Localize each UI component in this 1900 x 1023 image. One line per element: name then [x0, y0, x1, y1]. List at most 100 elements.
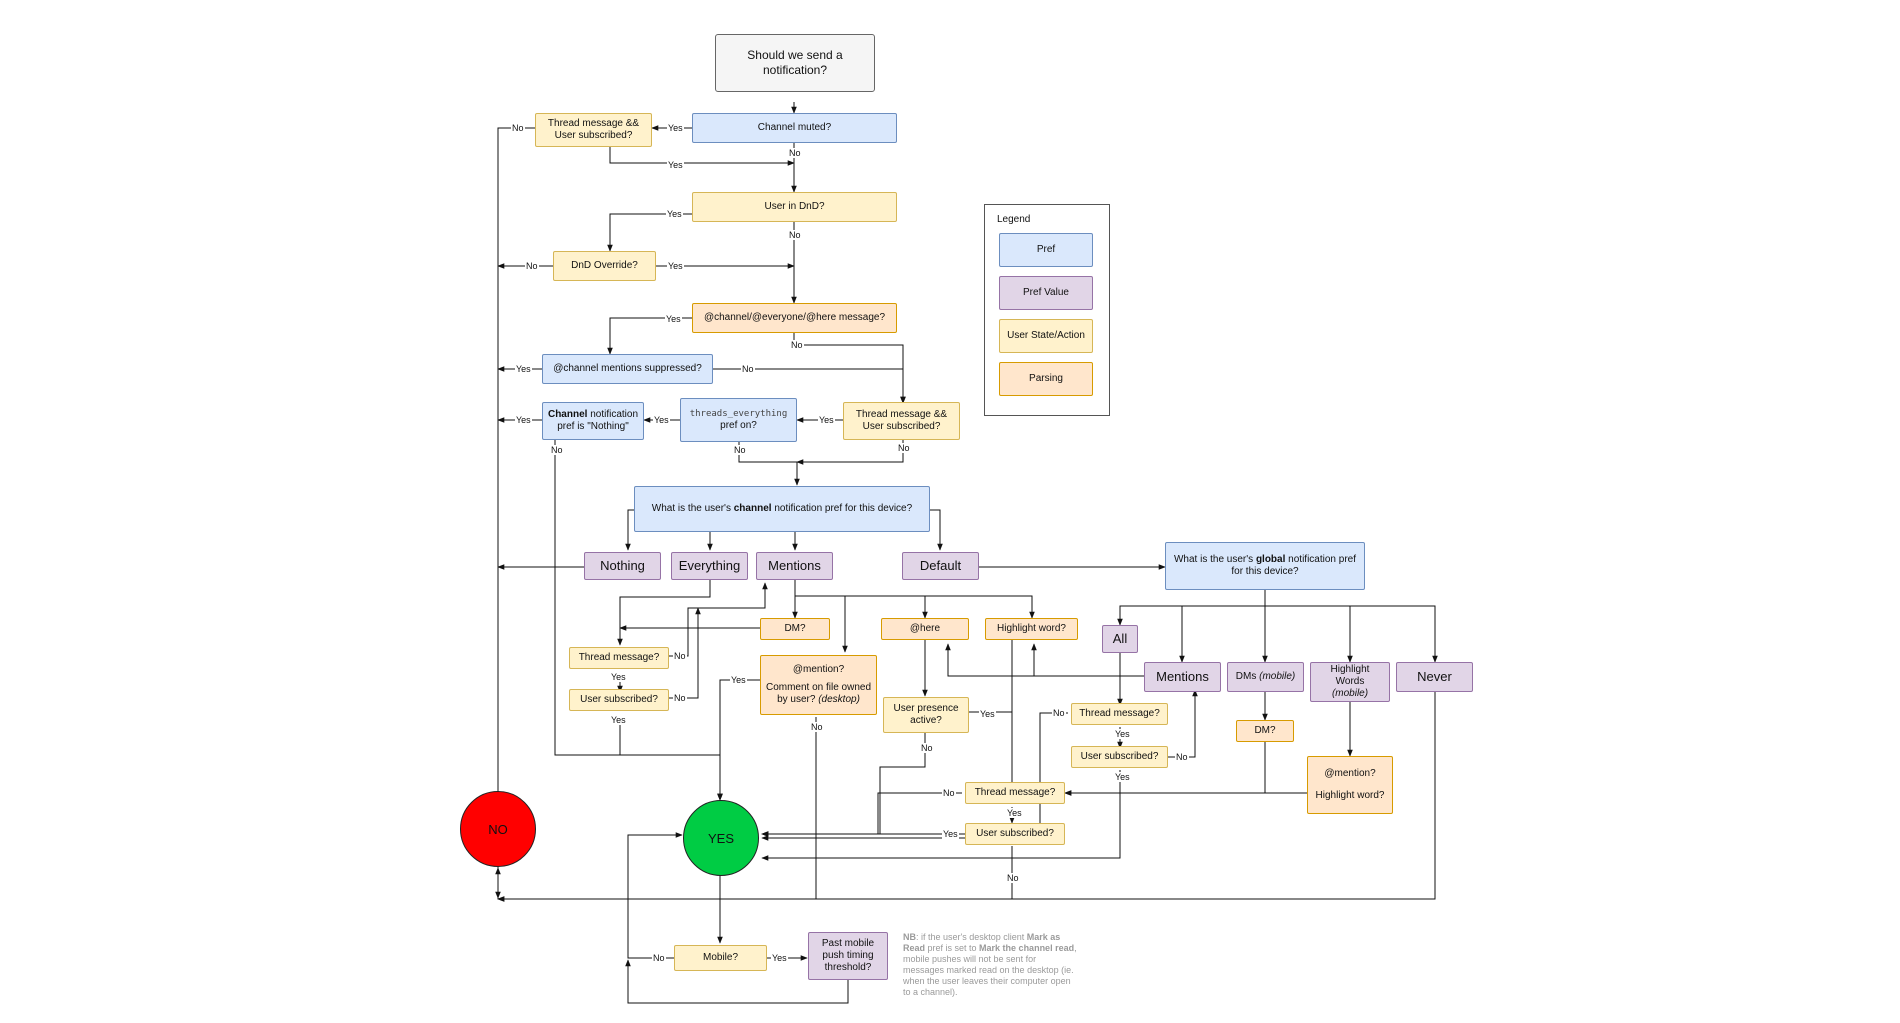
edge-label-no: No — [790, 340, 804, 350]
value-everything: Everything — [671, 552, 748, 580]
edge — [761, 770, 1121, 861]
threads-everything-code: threads_everything — [689, 409, 788, 419]
thread-message-bottom-node: Thread message? — [965, 782, 1065, 804]
thread-message-left-node: Thread message? — [569, 647, 669, 669]
edge-label-yes: Yes — [818, 415, 835, 425]
legend-item-parsing: Parsing — [999, 362, 1093, 396]
dm-node: DM? — [760, 618, 830, 640]
edge-label-no: No — [525, 261, 539, 271]
yes-circle: YES — [683, 800, 759, 876]
value-mentions: Mentions — [756, 552, 833, 580]
mobile-node: Mobile? — [674, 945, 767, 971]
edge-label-yes: Yes — [667, 261, 684, 271]
thread-subscribed-mid-node: Thread message && User subscribed? — [843, 402, 960, 440]
edge — [495, 127, 535, 899]
value-default: Default — [902, 552, 979, 580]
edge — [1031, 643, 1144, 677]
edge-label-yes: Yes — [667, 160, 684, 170]
edge-label-yes: Yes — [515, 364, 532, 374]
edge-label-yes: Yes — [730, 675, 747, 685]
edge — [669, 582, 768, 657]
edge-label-yes: Yes — [942, 829, 959, 839]
edge-label-yes: Yes — [666, 209, 683, 219]
legend-item-user-state: User State/Action — [999, 319, 1093, 353]
edge — [1117, 590, 1266, 626]
edge — [619, 717, 723, 801]
channel-mentions-suppressed-node: @channel mentions suppressed? — [542, 354, 713, 384]
edge — [617, 580, 711, 646]
edge-label-yes: Yes — [1006, 808, 1023, 818]
user-presence-node: User presence active? — [883, 697, 969, 733]
here-node: @here — [881, 618, 969, 640]
user-dnd-node: User in DnD? — [692, 192, 897, 222]
no-circle: NO — [460, 791, 536, 867]
edge — [1265, 605, 1438, 663]
dnd-override-node: DnD Override? — [553, 251, 656, 281]
channel-pref-question-node: What is the user's channel notification … — [634, 486, 930, 532]
edge-label-no: No — [733, 445, 747, 455]
edge-label-no: No — [550, 445, 564, 455]
edge — [795, 595, 928, 619]
value-mentions-global: Mentions — [1144, 662, 1221, 692]
edge-label-yes: Yes — [1114, 729, 1131, 739]
user-subscribed-bottom-node: User subscribed? — [965, 823, 1065, 845]
edge — [497, 717, 817, 902]
edge-label-no: No — [942, 788, 956, 798]
edge — [625, 509, 634, 551]
value-never: Never — [1396, 662, 1473, 692]
edge — [607, 213, 692, 252]
edge-label-no: No — [897, 443, 911, 453]
edge — [607, 317, 692, 355]
mark-as-read-note: NB: if the user's desktop client Mark as… — [903, 932, 1077, 997]
value-dms-mobile: DMs (mobile) — [1227, 662, 1304, 692]
edge — [738, 440, 800, 486]
edge-label-yes: Yes — [610, 715, 627, 725]
edge-label-no: No — [788, 148, 802, 158]
user-subscribed-left-node: User subscribed? — [569, 689, 669, 711]
edge-label-no: No — [920, 743, 934, 753]
edge — [495, 692, 1436, 900]
value-highlight-words-mobile: Highlight Words (mobile) — [1310, 662, 1390, 702]
global-pref-question-node: What is the user's global notification p… — [1165, 542, 1365, 590]
edge — [625, 959, 849, 1004]
edge — [795, 595, 1035, 619]
edge-label-yes: Yes — [665, 314, 682, 324]
mention-comment-node: @mention?Comment on file owned by user? … — [760, 655, 877, 715]
edge — [1265, 605, 1353, 663]
edge-label-yes: Yes — [653, 415, 670, 425]
dm-right-node: DM? — [1236, 720, 1294, 742]
channel-muted-node: Channel muted? — [692, 113, 897, 143]
legend-item-pref: Pref — [999, 233, 1093, 267]
edge-label-no: No — [673, 651, 687, 661]
start-node: Should we send a notification? — [715, 34, 875, 92]
edge-label-no: No — [1006, 873, 1020, 883]
edge-label-yes: Yes — [667, 123, 684, 133]
edge-label-no: No — [741, 364, 755, 374]
edge-label-no: No — [652, 953, 666, 963]
edge-label-no: No — [788, 230, 802, 240]
edge-label-no: No — [673, 693, 687, 703]
edge — [713, 368, 906, 404]
thread-message-right-node: Thread message? — [1071, 703, 1168, 725]
edge-label-yes: Yes — [515, 415, 532, 425]
edge — [930, 509, 943, 551]
mention-highlight-node: @mention?Highlight word? — [1307, 756, 1393, 814]
channel-everyone-here-node: @channel/@everyone/@here message? — [692, 303, 897, 333]
edge — [761, 730, 926, 837]
channel-pref-nothing-node: Channel notification pref is "Nothing" — [542, 402, 644, 440]
edge-label-no: No — [1175, 752, 1189, 762]
user-subscribed-right-node: User subscribed? — [1071, 746, 1168, 768]
value-all: All — [1102, 625, 1138, 653]
edge-label-yes: Yes — [771, 953, 788, 963]
legend: Legend Pref Pref Value User State/Action… — [984, 204, 1110, 416]
past-mobile-threshold-node: Past mobile push timing threshold? — [808, 932, 888, 980]
edge — [1179, 605, 1265, 663]
edge-label-no: No — [1052, 708, 1066, 718]
edge — [627, 832, 683, 959]
highlight-word-node: Highlight word? — [985, 618, 1078, 640]
value-nothing: Nothing — [584, 552, 661, 580]
edge — [1168, 689, 1198, 758]
